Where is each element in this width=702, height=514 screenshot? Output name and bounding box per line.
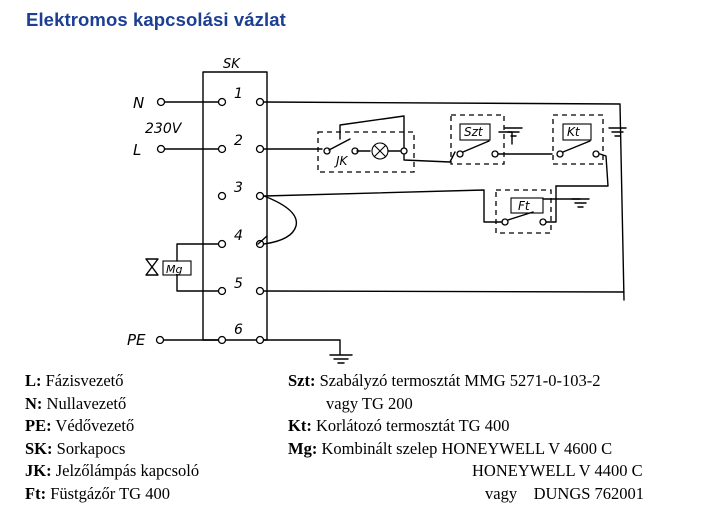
terminal-number-6: 6	[234, 322, 243, 338]
ft-flue-monitor-box	[495, 189, 552, 234]
input-terminal-n	[156, 97, 166, 107]
input-terminal-pe	[155, 335, 165, 345]
ground-icon	[504, 127, 523, 137]
legend-item: N: Nullavezető	[25, 393, 127, 413]
input-terminal-l	[156, 144, 166, 154]
terminal-number-2: 2	[234, 133, 243, 149]
ground-icon	[608, 127, 627, 137]
legend-right: Szt: Szabályzó termosztát MMG 5271-0-103…	[288, 370, 644, 505]
kt-label: Kt	[567, 125, 581, 139]
terminal-number-1: 1	[234, 86, 243, 102]
kt-thermostat-box	[552, 114, 604, 165]
label-voltage: 230V	[145, 121, 183, 137]
ground-icon	[571, 198, 590, 208]
valve-icon	[145, 258, 159, 276]
legend-item: vagy TG 200	[326, 393, 413, 413]
terminal-block	[202, 71, 268, 341]
legend-item: SK: Sorkapocs	[25, 438, 126, 458]
jk-switch-box	[317, 131, 415, 173]
terminal-number-4: 4	[234, 228, 243, 244]
label-n: N	[133, 94, 144, 112]
legend-item: vagy DUNGS 762001	[485, 483, 645, 503]
terminal-block-label: SK	[223, 57, 241, 72]
terminal-rows	[163, 97, 265, 345]
ground-icon	[329, 354, 353, 364]
legend-item: JK: Jelzőlámpás kapcsoló	[25, 461, 200, 480]
neutral-wire	[263, 101, 625, 301]
terminal-5-wire	[263, 290, 625, 293]
indicator-lamp-icon	[371, 142, 389, 160]
wiring-diagram: SK N 230V L PE 1 2 3 4 5 6 JK	[127, 57, 627, 364]
ft-label: Ft	[518, 199, 531, 213]
legend-item: Ft: Füstgázőr TG 400	[25, 483, 170, 503]
page-title: Elektromos kapcsolási vázlat	[26, 9, 286, 30]
legend-item: Szt: Szabályzó termosztát MMG 5271-0-103…	[288, 371, 601, 390]
jk-label: JK	[334, 154, 349, 168]
label-pe: PE	[127, 331, 146, 349]
legend-left: L: Fázisvezető N: Nullavezető PE: Védőve…	[25, 370, 199, 505]
legend-item: HONEYWELL V 4400 C	[472, 461, 643, 480]
legend-item: L: Fázisvezető	[25, 371, 124, 390]
szt-thermostat-box	[450, 114, 505, 165]
terminal-number-3: 3	[234, 180, 243, 196]
legend-item: Mg: Kombinált szelep HONEYWELL V 4600 C	[288, 438, 613, 458]
label-l: L	[133, 141, 141, 159]
mg-label: Mg	[166, 263, 182, 276]
szt-label: Szt	[464, 125, 484, 139]
legend-item: Kt: Korlátozó termosztát TG 400	[288, 416, 510, 435]
legend-item: PE: Védővezető	[25, 416, 135, 435]
terminal-number-5: 5	[234, 276, 243, 292]
